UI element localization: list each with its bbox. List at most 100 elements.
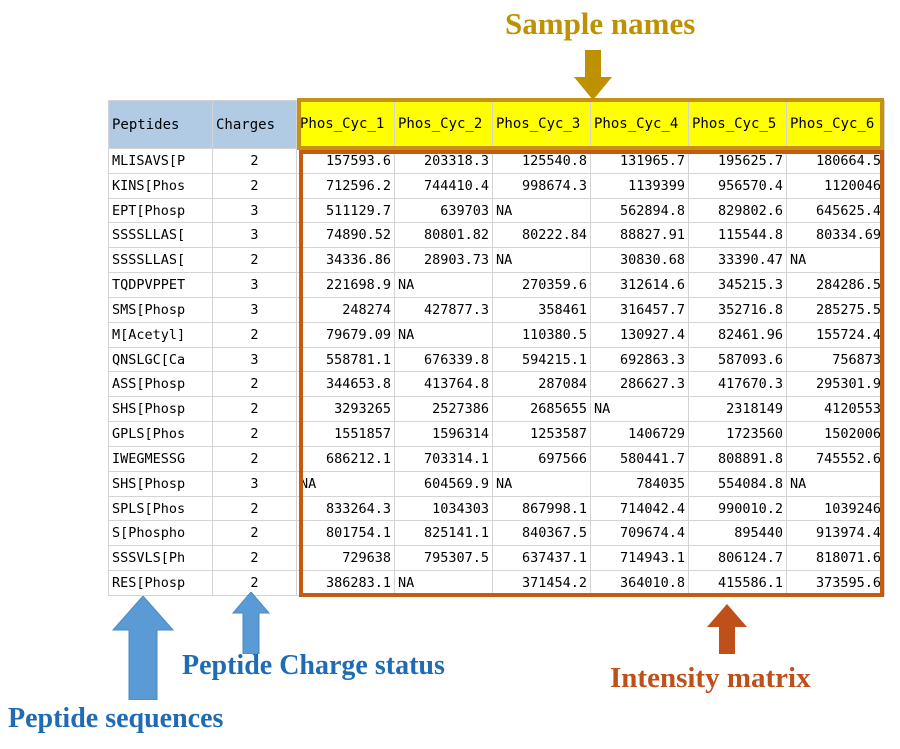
- cell-peptide[interactable]: ASS[Phosp: [108, 371, 213, 398]
- cell-intensity-sample-4[interactable]: 30830.68: [590, 247, 689, 274]
- cell-intensity-sample-3[interactable]: 358461: [492, 296, 591, 323]
- cell-charge[interactable]: 2: [212, 495, 297, 522]
- cell-intensity-sample-4[interactable]: 692863.3: [590, 346, 689, 373]
- cell-intensity-sample-4[interactable]: 1139399: [590, 172, 689, 199]
- cell-intensity-sample-4[interactable]: 784035: [590, 470, 689, 497]
- column-header-sample-6[interactable]: Phos_Cyc_6: [786, 100, 885, 149]
- cell-charge[interactable]: 2: [212, 545, 297, 572]
- cell-peptide[interactable]: SHS[Phosp: [108, 470, 213, 497]
- cell-intensity-sample-5[interactable]: 417670.3: [688, 371, 787, 398]
- cell-intensity-sample-3[interactable]: 697566: [492, 445, 591, 472]
- cell-intensity-sample-1[interactable]: 79679.09: [296, 321, 395, 348]
- cell-peptide[interactable]: GPLS[Phos: [108, 421, 213, 447]
- cell-intensity-sample-5[interactable]: 33390.47: [688, 247, 787, 274]
- cell-intensity-sample-2[interactable]: 795307.5: [394, 545, 493, 572]
- cell-intensity-sample-5[interactable]: 990010.2: [688, 495, 787, 522]
- cell-intensity-sample-6[interactable]: 285275.5: [786, 296, 885, 323]
- column-header-sample-5[interactable]: Phos_Cyc_5: [688, 100, 787, 149]
- cell-peptide[interactable]: M[Acetyl]: [108, 321, 213, 348]
- cell-charge[interactable]: 2: [212, 321, 297, 348]
- cell-intensity-sample-1[interactable]: 34336.86: [296, 247, 395, 274]
- cell-intensity-sample-6[interactable]: 1502006: [786, 421, 885, 447]
- cell-intensity-sample-4[interactable]: 364010.8: [590, 570, 689, 596]
- cell-peptide[interactable]: QNSLGC[Ca: [108, 346, 213, 373]
- cell-charge[interactable]: 3: [212, 197, 297, 224]
- cell-charge[interactable]: 3: [212, 470, 297, 497]
- cell-intensity-sample-3[interactable]: NA: [492, 197, 591, 224]
- cell-intensity-sample-3[interactable]: 270359.6: [492, 272, 591, 298]
- cell-intensity-sample-3[interactable]: 287084: [492, 371, 591, 398]
- cell-intensity-sample-5[interactable]: 587093.6: [688, 346, 787, 373]
- cell-intensity-sample-2[interactable]: 28903.73: [394, 247, 493, 274]
- cell-intensity-sample-6[interactable]: 295301.9: [786, 371, 885, 398]
- cell-intensity-sample-4[interactable]: 312614.6: [590, 272, 689, 298]
- cell-intensity-sample-6[interactable]: 645625.4: [786, 197, 885, 224]
- cell-intensity-sample-2[interactable]: 80801.82: [394, 222, 493, 249]
- cell-intensity-sample-3[interactable]: 1253587: [492, 421, 591, 447]
- cell-intensity-sample-5[interactable]: 956570.4: [688, 172, 787, 199]
- cell-charge[interactable]: 2: [212, 371, 297, 398]
- column-header-sample-4[interactable]: Phos_Cyc_4: [590, 100, 689, 149]
- cell-intensity-sample-3[interactable]: 125540.8: [492, 148, 591, 174]
- cell-peptide[interactable]: IWEGMESSG: [108, 445, 213, 472]
- column-header-charges[interactable]: Charges: [212, 100, 297, 149]
- cell-peptide[interactable]: SSSVLS[Ph: [108, 545, 213, 572]
- cell-intensity-sample-5[interactable]: 829802.6: [688, 197, 787, 224]
- cell-intensity-sample-5[interactable]: 808891.8: [688, 445, 787, 472]
- cell-intensity-sample-1[interactable]: 558781.1: [296, 346, 395, 373]
- cell-intensity-sample-2[interactable]: 676339.8: [394, 346, 493, 373]
- cell-intensity-sample-1[interactable]: 74890.52: [296, 222, 395, 249]
- cell-charge[interactable]: 2: [212, 247, 297, 274]
- cell-intensity-sample-4[interactable]: 1406729: [590, 421, 689, 447]
- cell-intensity-sample-2[interactable]: NA: [394, 272, 493, 298]
- cell-intensity-sample-5[interactable]: 352716.8: [688, 296, 787, 323]
- cell-intensity-sample-6[interactable]: 155724.4: [786, 321, 885, 348]
- cell-intensity-sample-3[interactable]: 637437.1: [492, 545, 591, 572]
- cell-intensity-sample-2[interactable]: 604569.9: [394, 470, 493, 497]
- cell-charge[interactable]: 2: [212, 148, 297, 174]
- cell-intensity-sample-5[interactable]: 345215.3: [688, 272, 787, 298]
- cell-charge[interactable]: 2: [212, 396, 297, 423]
- cell-intensity-sample-4[interactable]: 88827.91: [590, 222, 689, 249]
- cell-intensity-sample-4[interactable]: 580441.7: [590, 445, 689, 472]
- cell-peptide[interactable]: EPT[Phosp: [108, 197, 213, 224]
- cell-intensity-sample-5[interactable]: 554084.8: [688, 470, 787, 497]
- cell-charge[interactable]: 2: [212, 570, 297, 596]
- cell-peptide[interactable]: SSSSLLAS[: [108, 247, 213, 274]
- cell-peptide[interactable]: MLISAVS[P: [108, 148, 213, 174]
- cell-intensity-sample-5[interactable]: 895440: [688, 520, 787, 547]
- cell-intensity-sample-5[interactable]: 415586.1: [688, 570, 787, 596]
- cell-intensity-sample-4[interactable]: 714042.4: [590, 495, 689, 522]
- cell-intensity-sample-6[interactable]: 373595.6: [786, 570, 885, 596]
- cell-intensity-sample-2[interactable]: 427877.3: [394, 296, 493, 323]
- column-header-sample-2[interactable]: Phos_Cyc_2: [394, 100, 493, 149]
- cell-charge[interactable]: 2: [212, 172, 297, 199]
- cell-intensity-sample-4[interactable]: 714943.1: [590, 545, 689, 572]
- cell-intensity-sample-6[interactable]: 4120553: [786, 396, 885, 423]
- cell-intensity-sample-4[interactable]: 286627.3: [590, 371, 689, 398]
- cell-intensity-sample-1[interactable]: 686212.1: [296, 445, 395, 472]
- column-header-sample-1[interactable]: Phos_Cyc_1: [296, 100, 395, 149]
- cell-intensity-sample-3[interactable]: NA: [492, 470, 591, 497]
- cell-intensity-sample-3[interactable]: 840367.5: [492, 520, 591, 547]
- column-header-peptides[interactable]: Peptides: [108, 100, 213, 149]
- cell-intensity-sample-2[interactable]: 744410.4: [394, 172, 493, 199]
- cell-charge[interactable]: 3: [212, 296, 297, 323]
- cell-intensity-sample-5[interactable]: 806124.7: [688, 545, 787, 572]
- cell-intensity-sample-6[interactable]: 284286.5: [786, 272, 885, 298]
- cell-intensity-sample-1[interactable]: 511129.7: [296, 197, 395, 224]
- cell-intensity-sample-3[interactable]: 371454.2: [492, 570, 591, 596]
- cell-intensity-sample-3[interactable]: NA: [492, 247, 591, 274]
- cell-intensity-sample-1[interactable]: 248274: [296, 296, 395, 323]
- cell-peptide[interactable]: S[Phospho: [108, 520, 213, 547]
